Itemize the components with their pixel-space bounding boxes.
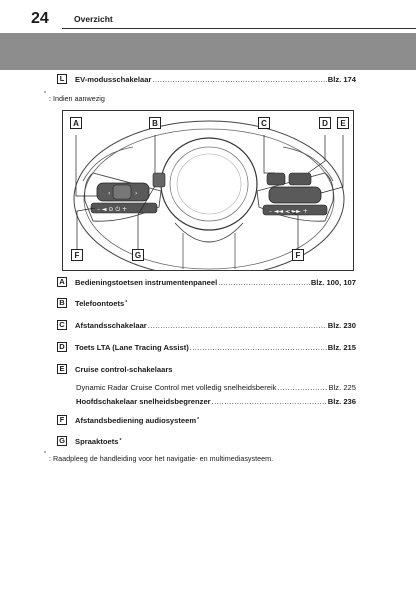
leader-dots [152, 75, 326, 84]
footnote-text: : Raadpleeg de handleiding voor het navi… [48, 454, 274, 463]
steering-wheel-illustration: ‹ › – ◄ ⊙ ⏻ + – ◄◄ ◄ ►► + [73, 120, 345, 270]
entry-l: L EV-modusschakelaar Blz. 174 [57, 73, 356, 85]
letter-box: G [57, 436, 67, 446]
footnote-marker: * [44, 451, 46, 457]
entry-d: D Toets LTA (Lane Tracing Assist) Blz. 2… [57, 341, 356, 353]
callout-f-right: F [292, 249, 304, 261]
entry-label: Afstandsschakelaar [75, 320, 147, 330]
entry-a: A Bedieningstoetsen instrumentenpaneel B… [57, 276, 356, 288]
leader-dots [212, 397, 327, 406]
entry-c: C Afstandsschakelaar Blz. 230 [57, 319, 356, 331]
section-title: Overzicht [74, 14, 113, 24]
letter-box: D [57, 342, 67, 352]
callout-g: G [132, 249, 144, 261]
entry-g: G Spraaktoets * [57, 435, 356, 447]
entry-ref: Blz. 174 [327, 74, 356, 84]
sub-entry-radar: Dynamic Radar Cruise Control met volledi… [76, 381, 356, 393]
entry-label: Bedieningstoetsen instrumentenpaneel [75, 277, 218, 287]
callout-f-left: F [71, 249, 83, 261]
footnote-text: : Indien aanwezig [48, 94, 105, 103]
entry-b: B Telefoontoets * [57, 297, 356, 309]
svg-text:– ◄ ⊙ ⏻ +: – ◄ ⊙ ⏻ + [97, 206, 127, 213]
steering-wheel-figure: ‹ › – ◄ ⊙ ⏻ + – ◄◄ ◄ ►► + A B C D E F G … [62, 110, 354, 271]
entry-ref: Blz. 230 [327, 320, 356, 330]
page-number: 24 [31, 10, 49, 27]
entry-ref: Blz. 100, 107 [310, 277, 356, 287]
footnote-marker: * [44, 91, 46, 97]
footnote-bottom: * : Raadpleeg de handleiding voor het na… [44, 451, 274, 463]
sub-entry-ref: Blz. 225 [328, 382, 356, 392]
callout-b: B [149, 117, 161, 129]
letter-box: F [57, 415, 67, 425]
entry-ref: Blz. 215 [327, 342, 356, 352]
entry-label: Telefoontoets [75, 298, 125, 308]
header-band [0, 33, 416, 70]
footnote-marker: * [197, 417, 200, 423]
leader-dots [218, 278, 310, 287]
footnote-marker: * [125, 300, 128, 306]
entry-label: EV-modusschakelaar [75, 74, 152, 84]
letter-box: B [57, 298, 67, 308]
callout-c: C [258, 117, 270, 129]
leader-dots [148, 321, 327, 330]
sub-entry-label: Dynamic Radar Cruise Control met volledi… [76, 382, 277, 392]
footnote-top: * : Indien aanwezig [44, 91, 105, 103]
sub-entry-limiter: Hoofdschakelaar snelheidsbegrenzer Blz. … [76, 395, 356, 407]
entry-label: Cruise control-schakelaars [75, 364, 173, 374]
entry-label: Afstandsbediening audiosysteem [75, 415, 197, 425]
letter-box: L [57, 74, 67, 84]
footnote-marker: * [119, 438, 122, 444]
entry-label: Spraaktoets [75, 436, 119, 446]
entry-label: Toets LTA (Lane Tracing Assist) [75, 342, 189, 352]
entry-e: E Cruise control-schakelaars [57, 363, 356, 375]
leader-dots [190, 343, 327, 352]
header-rule [62, 28, 416, 29]
svg-text:‹: ‹ [108, 190, 110, 197]
letter-box: C [57, 320, 67, 330]
svg-text:›: › [135, 190, 137, 197]
leader-dots [277, 383, 327, 392]
callout-d: D [319, 117, 331, 129]
callout-a: A [70, 117, 82, 129]
letter-box: E [57, 364, 67, 374]
entry-f: F Afstandsbediening audiosysteem * [57, 414, 356, 426]
callout-e: E [337, 117, 349, 129]
sub-entry-label: Hoofdschakelaar snelheidsbegrenzer [76, 396, 211, 406]
sub-entry-ref: Blz. 236 [327, 396, 356, 406]
letter-box: A [57, 277, 67, 287]
